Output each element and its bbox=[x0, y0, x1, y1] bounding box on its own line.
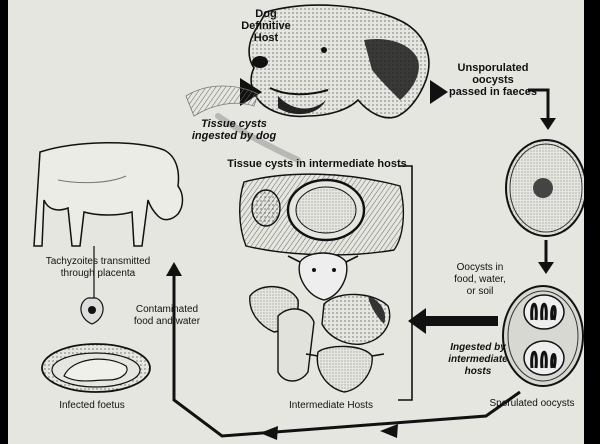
tissue-cyst-illustration bbox=[240, 174, 404, 255]
label-oocysts-in-environment: Oocysts in food, water, or soil bbox=[442, 262, 518, 298]
arrow-left-head bbox=[408, 308, 426, 334]
sheep-head-2-illustration bbox=[306, 346, 384, 392]
scanned-page: Dog Definitive Host Unsporulated oocysts… bbox=[8, 0, 584, 444]
label-infected-foetus: Infected foetus bbox=[42, 400, 142, 412]
label-tachyzoites: Tachyzoites transmitted through placenta bbox=[28, 256, 168, 280]
label-unsporulated-oocysts: Unsporulated oocysts passed in faeces bbox=[440, 62, 546, 98]
unsporulated-oocyst-illustration bbox=[506, 140, 584, 236]
placenta-illustration bbox=[81, 298, 103, 324]
label-dog-definitive-host: Dog Definitive Host bbox=[226, 8, 306, 44]
arrow-down-2 bbox=[538, 262, 554, 274]
arrow-down-1 bbox=[540, 118, 556, 130]
arrow-left-shaft bbox=[426, 316, 498, 326]
ingestion-wedge bbox=[186, 86, 258, 116]
arrow-bottom-2 bbox=[260, 426, 278, 440]
arrow-bottom-1 bbox=[380, 424, 398, 438]
dog-head-small-illustration bbox=[322, 294, 390, 344]
label-contaminated-food: Contaminated food and water bbox=[120, 304, 214, 328]
arrow-up-left bbox=[166, 262, 182, 276]
label-tissue-cysts-ingested: Tissue cysts ingested by dog bbox=[184, 118, 284, 142]
cow-illustration bbox=[34, 143, 183, 246]
cow-head-1-illustration bbox=[288, 253, 358, 300]
label-tissue-cysts-in-hosts: Tissue cysts in intermediate hosts bbox=[224, 158, 410, 170]
foetus-illustration bbox=[42, 344, 150, 392]
label-ingested-by-intermediate: Ingested by intermediate hosts bbox=[442, 342, 514, 378]
horse-head-illustration bbox=[278, 309, 314, 381]
label-intermediate-hosts: Intermediate Hosts bbox=[276, 400, 386, 412]
label-sporulated-oocysts: Sporulated oocysts bbox=[480, 398, 584, 410]
sporulated-oocyst-illustration bbox=[503, 286, 583, 386]
